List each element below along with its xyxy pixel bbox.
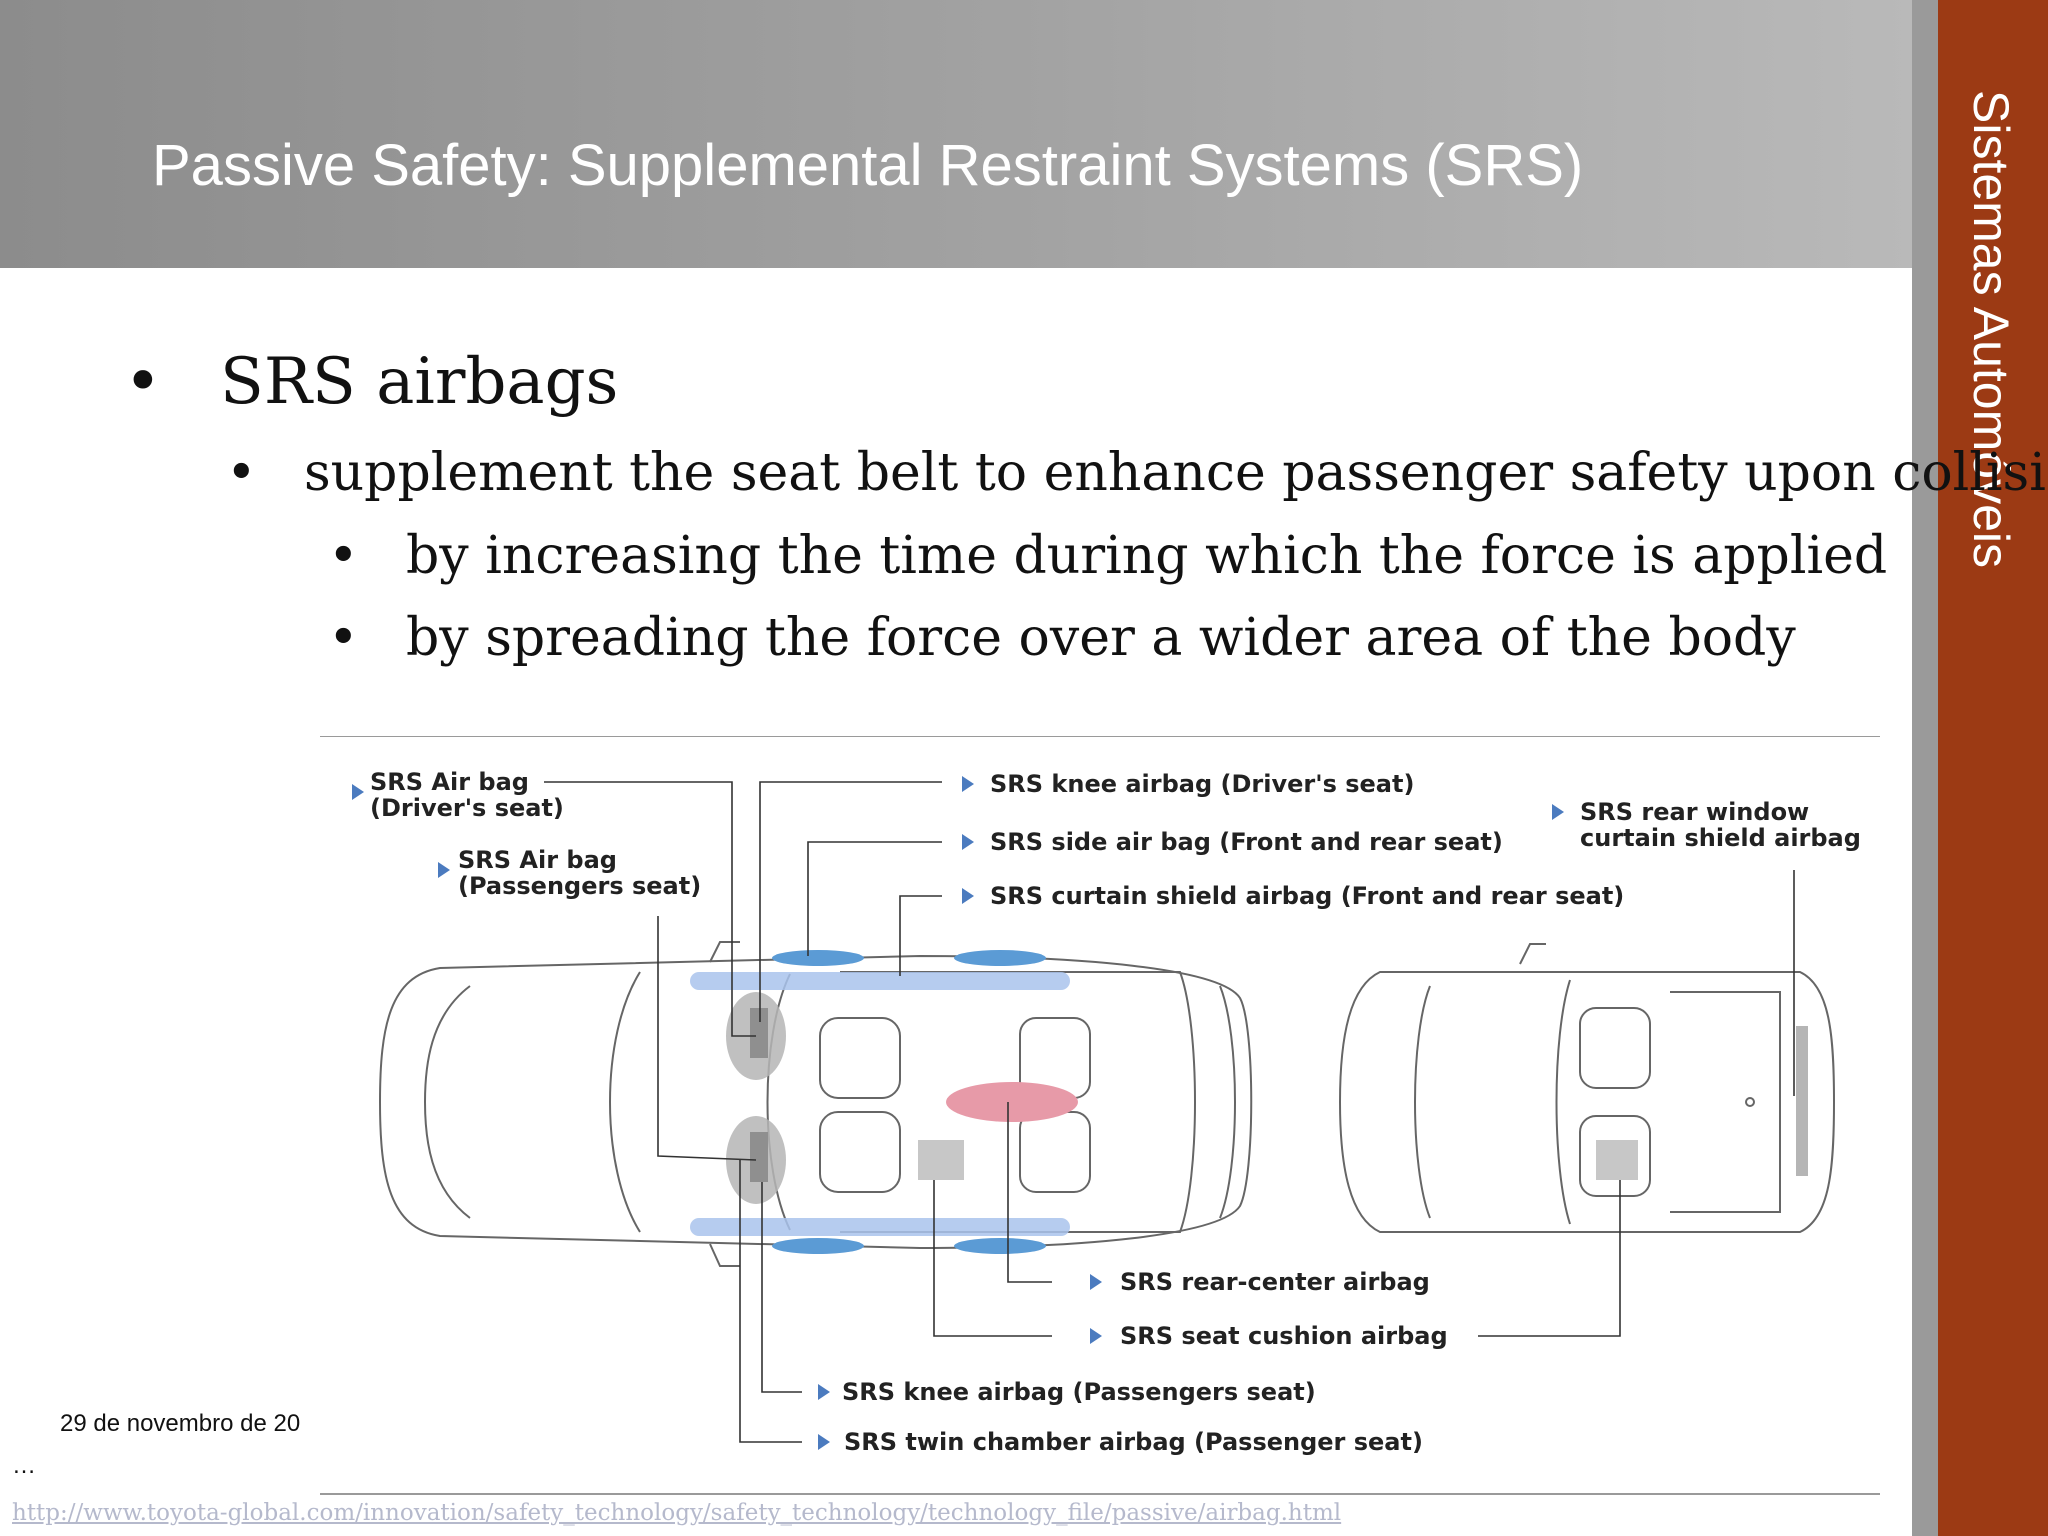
bullet-text: SRS airbags <box>220 345 619 419</box>
side-airbag-rear-right <box>954 1238 1046 1254</box>
side-airbag-rear-left <box>954 950 1046 966</box>
sedan-top-view <box>378 941 1253 1267</box>
source-link[interactable]: http://www.toyota-global.com/innovation/… <box>12 1500 1342 1526</box>
bullet-text: by spreading the force over a wider area… <box>406 608 1796 668</box>
side-airbag-front-left <box>772 950 864 966</box>
side-airbag-front-right <box>772 1238 864 1254</box>
label-arrow <box>962 888 974 904</box>
label-arrow <box>1090 1328 1102 1344</box>
knee-airbag-passenger <box>750 1132 768 1182</box>
label-seat-cushion: SRS seat cushion airbag <box>1120 1322 1448 1350</box>
curtain-airbag-top <box>690 972 1070 990</box>
side-strip <box>1912 0 1938 1536</box>
label-passenger-airbag-line1: SRS Air bag <box>458 846 617 874</box>
label-driver-airbag-line2: (Driver's seat) <box>370 794 564 822</box>
label-arrow <box>1090 1274 1102 1290</box>
label-arrow <box>962 834 974 850</box>
airbag-diagram: SRS Air bag (Driver's seat) SRS Air bag … <box>320 736 1880 1496</box>
label-knee-passenger: SRS knee airbag (Passengers seat) <box>842 1378 1316 1406</box>
ellipsis-text: … <box>12 1452 36 1479</box>
rear-center-airbag <box>946 1082 1078 1122</box>
bullet-dot: • <box>226 443 257 503</box>
label-rear-window-line2: curtain shield airbag <box>1580 824 1861 852</box>
label-arrow <box>438 862 450 878</box>
bullet-dot: • <box>328 526 359 586</box>
label-arrow <box>818 1434 830 1450</box>
airbag-diagram-svg: SRS Air bag (Driver's seat) SRS Air bag … <box>320 736 1880 1495</box>
label-rear-window-line1: SRS rear window <box>1580 798 1809 826</box>
label-side-airbag: SRS side air bag (Front and rear seat) <box>990 828 1503 856</box>
seat-cushion-airbag <box>918 1140 964 1180</box>
label-curtain-airbag: SRS curtain shield airbag (Front and rea… <box>990 882 1624 910</box>
label-arrow <box>962 776 974 792</box>
label-arrow <box>1552 804 1564 820</box>
knee-airbag-driver <box>750 1008 768 1058</box>
label-arrow <box>352 784 364 800</box>
compact-car-top-view <box>1338 943 1836 1233</box>
bullet-text: by increasing the time during which the … <box>406 526 1888 586</box>
label-passenger-airbag-line2: (Passengers seat) <box>458 872 701 900</box>
slide-date: 29 de novembro de 20 <box>60 1410 301 1437</box>
label-rear-center: SRS rear-center airbag <box>1120 1268 1430 1296</box>
title-bar <box>0 0 1912 268</box>
side-bar <box>1938 0 2048 1536</box>
bullet-text: supplement the seat belt to enhance pass… <box>304 443 2048 503</box>
curtain-airbag-bottom <box>690 1218 1070 1236</box>
bullet-dot: • <box>124 345 162 419</box>
seat-cushion-airbag-compact <box>1596 1140 1638 1180</box>
bullet-dot: • <box>328 608 359 668</box>
rear-window-curtain-airbag <box>1796 1026 1808 1176</box>
slide-title: Passive Safety: Supplemental Restraint S… <box>152 133 1584 198</box>
label-twin-chamber: SRS twin chamber airbag (Passenger seat) <box>844 1428 1423 1456</box>
side-label: Sistemas Automóveis <box>1963 90 2019 568</box>
label-arrow <box>818 1384 830 1400</box>
label-driver-airbag-line1: SRS Air bag <box>370 768 529 796</box>
label-knee-driver: SRS knee airbag (Driver's seat) <box>990 770 1414 798</box>
leader-lines <box>544 781 1795 1443</box>
